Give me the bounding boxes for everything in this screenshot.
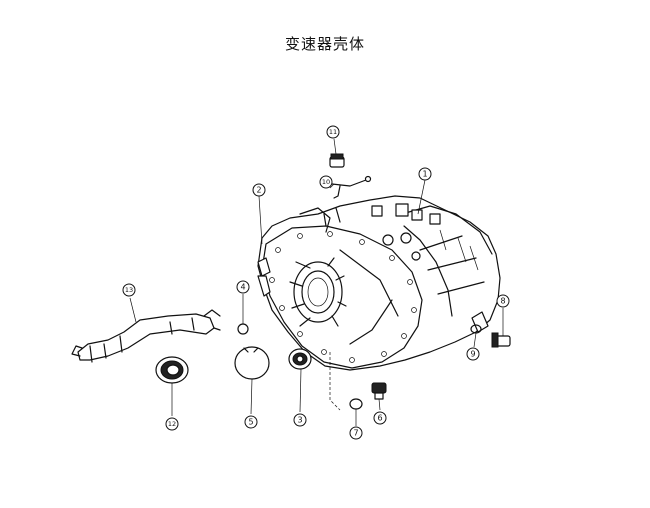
part-7-gasket (349, 398, 363, 410)
svg-text:2: 2 (256, 186, 261, 195)
transmission-housing (257, 195, 501, 411)
part-8-filler-plug (491, 332, 511, 348)
diagram-title: 变速器壳体 (284, 35, 365, 53)
leader-lines (129, 138, 504, 426)
callout-5: 5 (244, 415, 258, 429)
svg-text:11: 11 (329, 128, 337, 136)
svg-text:10: 10 (322, 178, 330, 186)
callouts: 1 2 3 4 5 6 7 8 9 10 11 12 13 (122, 125, 510, 440)
callout-1: 1 (418, 167, 432, 181)
svg-text:12: 12 (168, 420, 176, 428)
callout-4: 4 (236, 280, 250, 294)
callout-7: 7 (349, 426, 363, 440)
part-11-breather-cap (329, 153, 345, 168)
callout-3: 3 (293, 413, 307, 427)
svg-text:4: 4 (240, 283, 245, 292)
callout-13: 13 (122, 283, 136, 297)
callout-9: 9 (466, 347, 480, 361)
svg-text:9: 9 (470, 350, 475, 359)
svg-text:5: 5 (248, 418, 253, 427)
callout-11: 11 (326, 125, 340, 139)
callout-2: 2 (252, 183, 266, 197)
part-4-plug (237, 323, 249, 335)
svg-text:6: 6 (377, 414, 382, 423)
svg-text:7: 7 (353, 429, 358, 438)
svg-text:3: 3 (297, 416, 302, 425)
callout-12: 12 (165, 417, 179, 431)
part-12-oil-seal (155, 356, 189, 384)
svg-text:1: 1 (422, 170, 427, 179)
part-13-shift-bracket (71, 309, 221, 363)
svg-text:8: 8 (500, 297, 505, 306)
svg-text:13: 13 (125, 286, 133, 294)
part-10-breather-clip (331, 175, 372, 199)
callout-8: 8 (496, 294, 510, 308)
callout-10: 10 (319, 175, 333, 189)
part-3-seal (288, 348, 312, 370)
part-5-snap-ring (234, 346, 270, 380)
callout-6: 6 (373, 411, 387, 425)
part-6-drain-plug (371, 382, 387, 400)
